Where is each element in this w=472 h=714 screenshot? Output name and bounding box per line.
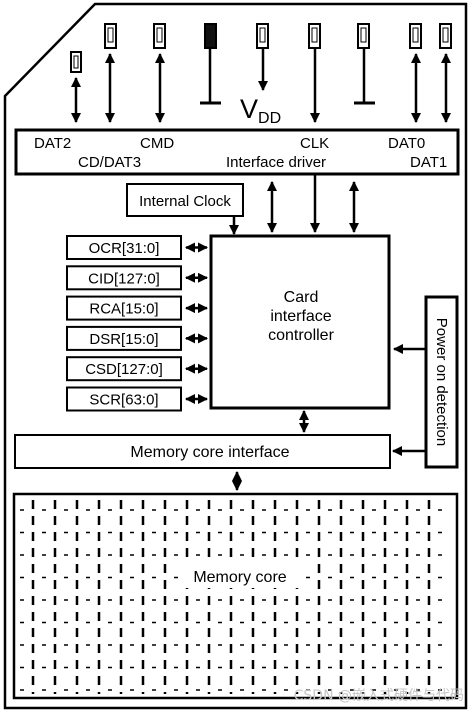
label-internal-clock: Internal Clock [139,193,231,210]
register-box [66,356,182,382]
pin-dat1 [439,23,452,123]
register-box [66,235,182,260]
register-item: SCR[63:0] [66,386,208,412]
pin-cd-dat3 [104,23,117,123]
register-box [66,386,182,412]
label-dat2: DAT2 [34,135,71,152]
memory-core-label-bg [180,564,302,588]
register-item: DSR[15:0] [66,325,208,351]
register-list: OCR[31:0] CID[127:0] RCA[15:0] DSR[15:0] CSD… [66,235,208,412]
label-dat1: DAT1 [410,154,447,171]
memory-core-interface-box [14,434,391,469]
pin-vss2 [354,23,375,105]
label-clk: CLK [300,135,329,152]
interface-driver-box [14,128,460,176]
label-controller-3: controller [268,327,334,344]
register-label: RCA[15:0] [89,301,158,318]
label-controller-1: Card [284,289,319,306]
memory-core-box [12,492,459,700]
label-cd-dat3: CD/DAT3 [78,154,141,171]
pin-cmd [153,23,166,123]
card-interface-controller-box [209,234,391,410]
pin-vss1 [200,23,221,105]
register-item: CID[127:0] [66,265,208,291]
register-box [66,265,182,291]
vdd-label: VDD [240,94,281,127]
card-outline [3,2,468,710]
register-label: OCR[31:0] [89,240,160,257]
power-on-detection-box [424,295,459,469]
label-memory-core: Memory core [193,569,286,586]
label-dat0: DAT0 [388,135,425,152]
register-label: DSR[15:0] [89,331,158,348]
label-power-on-detection: Power on detection [433,318,450,446]
label-memory-core-interface: Memory core interface [130,444,289,461]
pin-vdd [256,23,269,91]
watermark: CSDN @嵌入式硬件与代码 [294,688,464,704]
label-interface-driver: Interface driver [226,154,326,171]
register-item: OCR[31:0] [66,235,208,260]
register-box [66,325,182,351]
pin-clk [308,23,321,123]
label-cmd: CMD [140,135,174,152]
register-box [66,295,182,321]
pin-dat2 [70,51,82,123]
register-label: CSD[127:0] [85,361,163,378]
register-label: CID[127:0] [88,270,160,287]
register-item: RCA[15:0] [66,295,208,321]
memory-core-grid [20,500,452,694]
register-item: CSD[127:0] [66,356,208,382]
pin-dat0 [409,23,422,123]
internal-clock-box [126,183,244,217]
register-label: SCR[63:0] [89,392,158,409]
label-controller-2: interface [270,308,331,325]
